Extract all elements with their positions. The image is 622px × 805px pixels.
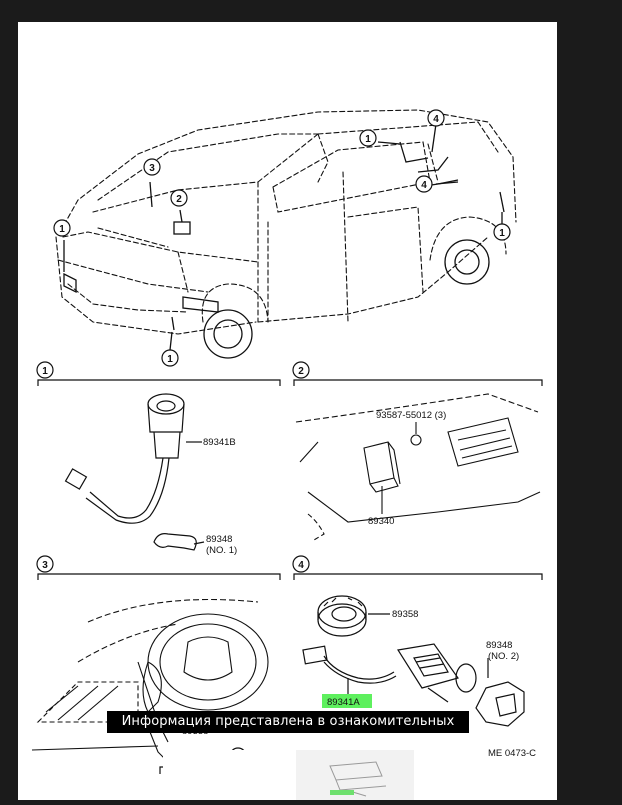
label-89341a: 89341A: [327, 697, 360, 708]
section-3-number: 3: [42, 560, 48, 571]
label-no2: (NO. 2): [488, 651, 519, 662]
section-4-number: 4: [298, 560, 304, 571]
label-89348-no2: 89348: [486, 640, 512, 651]
callout-1: 1: [59, 224, 65, 235]
parts-diagram-sheet: 1 3 2 1 4 4 1 1 1 2 3 4 2: [18, 22, 557, 800]
callout-3: 3: [149, 163, 155, 174]
section-1-number: 1: [42, 366, 48, 377]
info-caption: Информация представлена в ознакомительны…: [107, 711, 469, 751]
callout-4: 4: [421, 180, 427, 191]
diagram-code: ME 0473-C: [488, 748, 536, 759]
thumbnail-2[interactable]: [296, 750, 414, 800]
label-93587-55012: 93587-55012 (3): [376, 410, 446, 421]
callout-4: 4: [433, 114, 439, 125]
label-89348: 89348: [206, 534, 232, 545]
label-89340: 89340: [368, 516, 394, 527]
callout-1: 1: [167, 354, 173, 365]
highlight-89341a: [322, 694, 372, 708]
label-89341b: 89341B: [203, 437, 236, 448]
callout-1: 1: [499, 228, 505, 239]
callout-2: 2: [176, 194, 182, 205]
thumbnail-strip: [0, 750, 622, 800]
label-89358: 89358: [392, 609, 418, 620]
callout-1: 1: [365, 134, 371, 145]
section-2-number: 2: [298, 366, 304, 377]
thumbnail-image: [329, 761, 387, 797]
thumbnail-1[interactable]: [163, 750, 293, 800]
parts-diagram: 1 3 2 1 4 4 1 1 1 2 3 4 2: [31, 109, 543, 774]
label-no1: (NO. 1): [206, 545, 237, 556]
